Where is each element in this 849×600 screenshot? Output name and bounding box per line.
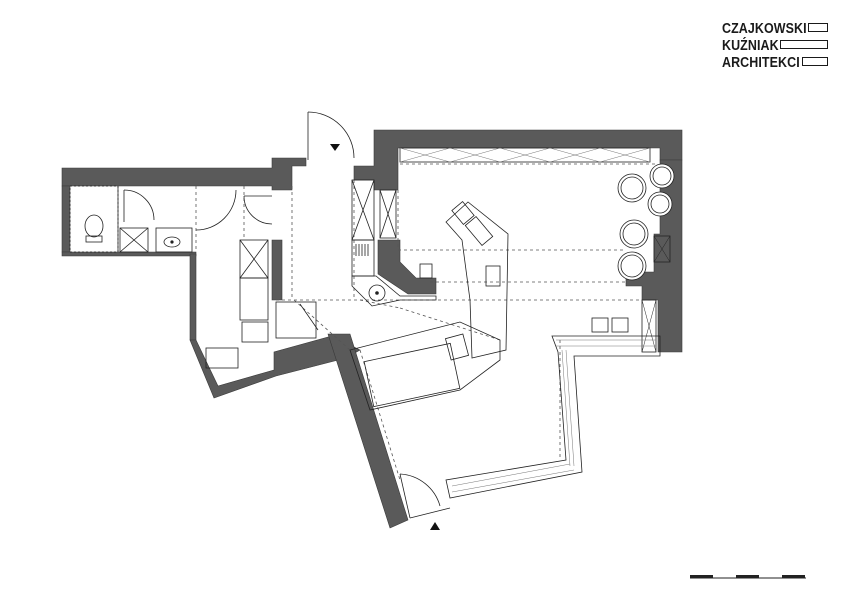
scale-bar	[690, 575, 806, 579]
kitchen-tall-units	[351, 179, 397, 277]
wall-partition	[271, 239, 283, 301]
stool	[619, 219, 649, 249]
island-seat	[464, 215, 494, 247]
wardrobe-top	[399, 147, 651, 163]
stool	[649, 163, 675, 189]
stool	[617, 251, 647, 281]
wall-bath-bottom	[61, 251, 197, 257]
kitchen-counter	[351, 275, 437, 307]
corridor-door	[195, 189, 273, 231]
dining-outline	[349, 321, 501, 411]
toilet-icon	[84, 214, 104, 243]
logo-box	[808, 23, 828, 32]
side-table	[444, 333, 470, 361]
utility-cabinets	[205, 239, 269, 369]
kitchen-island	[445, 201, 509, 359]
hall-closet	[275, 301, 319, 339]
window-wall	[445, 335, 661, 499]
entry-door	[307, 111, 355, 160]
stove-icon	[355, 244, 369, 256]
entrance-arrow-icon	[430, 522, 440, 530]
logo-line-2: KUŹNIAK	[722, 37, 828, 54]
walls	[61, 129, 683, 529]
cabinet-unit	[653, 235, 671, 263]
chair-icon	[591, 317, 609, 333]
kitchen-block	[377, 239, 437, 295]
sink-icon	[368, 284, 386, 302]
bathroom	[69, 185, 193, 253]
wall-utility-left	[189, 253, 197, 341]
kitchen-small-unit	[419, 263, 433, 279]
stool	[647, 191, 673, 217]
chair-icon	[611, 317, 629, 333]
island-unit	[485, 265, 501, 287]
logo-box	[780, 40, 828, 49]
stool	[617, 173, 647, 203]
entrance-arrow-icon	[330, 144, 340, 151]
island-seat	[451, 201, 475, 225]
sink-icon	[163, 236, 181, 248]
wall-diagonal	[327, 333, 409, 529]
balcony-door	[399, 473, 451, 519]
logo-line-3: ARCHITEKCI	[722, 54, 828, 71]
logo-box	[802, 57, 828, 66]
plan-linework	[69, 111, 671, 519]
logo-text: CZAJKOWSKI	[722, 21, 807, 37]
window-unit	[641, 299, 657, 353]
stools	[617, 163, 675, 281]
logo-text: KUŹNIAK	[722, 38, 779, 54]
logo-line-1: CZAJKOWSKI	[722, 20, 828, 37]
architect-logo: CZAJKOWSKI KUŹNIAK ARCHITEKCI	[722, 20, 828, 71]
wall-left-top	[61, 157, 307, 191]
sofa	[363, 342, 461, 408]
wall-left-end	[61, 185, 71, 253]
logo-text: ARCHITEKCI	[722, 55, 800, 71]
